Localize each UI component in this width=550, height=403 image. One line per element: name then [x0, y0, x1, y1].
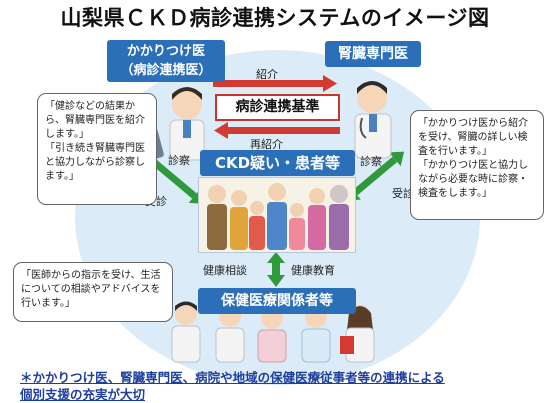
- nephrologist-quote-1: 「かかりつけ医から紹介を受け、腎臓の詳しい検査を行います。」: [418, 118, 529, 157]
- health-staff-label: 保健医療関係者等: [198, 288, 356, 314]
- family-doctor-quote-2: 「引き続き腎臓専門医と協力しながら診察します。」: [45, 143, 145, 182]
- exam-left-label: 診察: [168, 154, 190, 167]
- exam-right-label: 診察: [360, 155, 382, 168]
- family-doctor-label-line1: かかりつけ医: [126, 44, 206, 59]
- health-staff-speech-bubble: 「医師からの指示を受け、生活についての相談やアドバイスを行います。」: [13, 262, 173, 322]
- family-doctor-label: かかりつけ医 （病診連携医）: [107, 40, 225, 82]
- visit-right-label: 受診: [392, 187, 414, 200]
- family-doctor-speech-bubble: 「健診などの結果から、腎臓専門医を紹介します。」 「引き続き腎臓専門医と協力しな…: [37, 93, 157, 205]
- patients-group-graphic: [207, 183, 349, 250]
- health-consult-label: 健康相談: [203, 264, 247, 277]
- vertical-health-arrow: [267, 252, 285, 287]
- footer-line-2: 個別支援の充実が大切: [20, 387, 146, 402]
- page-title: 山梨県ＣＫＤ病診連携システムのイメージ図: [60, 6, 490, 30]
- footer-note: ＊かかりつけ医、腎臓専門医、病院や地域の保健医療従事者等の連携による 個別支援の…: [20, 369, 540, 403]
- reverse-referral-label: 再紹介: [250, 138, 283, 151]
- nephrologist-quote-2: 「かかりつけ医と協力しながら必要な時に診察・検査をします。」: [418, 160, 529, 199]
- ckd-patients-label: CKD疑い・患者等: [200, 150, 355, 176]
- nephrologist-illustration: [354, 81, 392, 159]
- family-doctor-quote-1: 「健診などの結果から、腎臓専門医を紹介します。」: [45, 101, 145, 140]
- health-education-label: 健康教育: [291, 264, 335, 277]
- patients-illustration: [198, 177, 356, 253]
- health-staff-quote: 「医師からの指示を受け、生活についての相談やアドバイスを行います。」: [21, 270, 161, 309]
- footer-line-1: ＊かかりつけ医、腎臓専門医、病院や地域の保健医療従事者等の連携による: [20, 370, 445, 385]
- family-doctor-label-line2: （病診連携医）: [120, 63, 212, 78]
- referral-label: 紹介: [256, 68, 278, 81]
- cooperation-standard-box: 病診連携基準: [215, 94, 340, 121]
- referral-arrow: [213, 75, 337, 92]
- health-staff-illustration: [171, 301, 375, 363]
- nephrologist-speech-bubble: 「かかりつけ医から紹介を受け、腎臓の詳しい検査を行います。」 「かかりつけ医と協…: [410, 110, 544, 220]
- reverse-referral-arrow: [214, 122, 340, 139]
- nephrologist-label: 腎臓専門医: [325, 41, 421, 67]
